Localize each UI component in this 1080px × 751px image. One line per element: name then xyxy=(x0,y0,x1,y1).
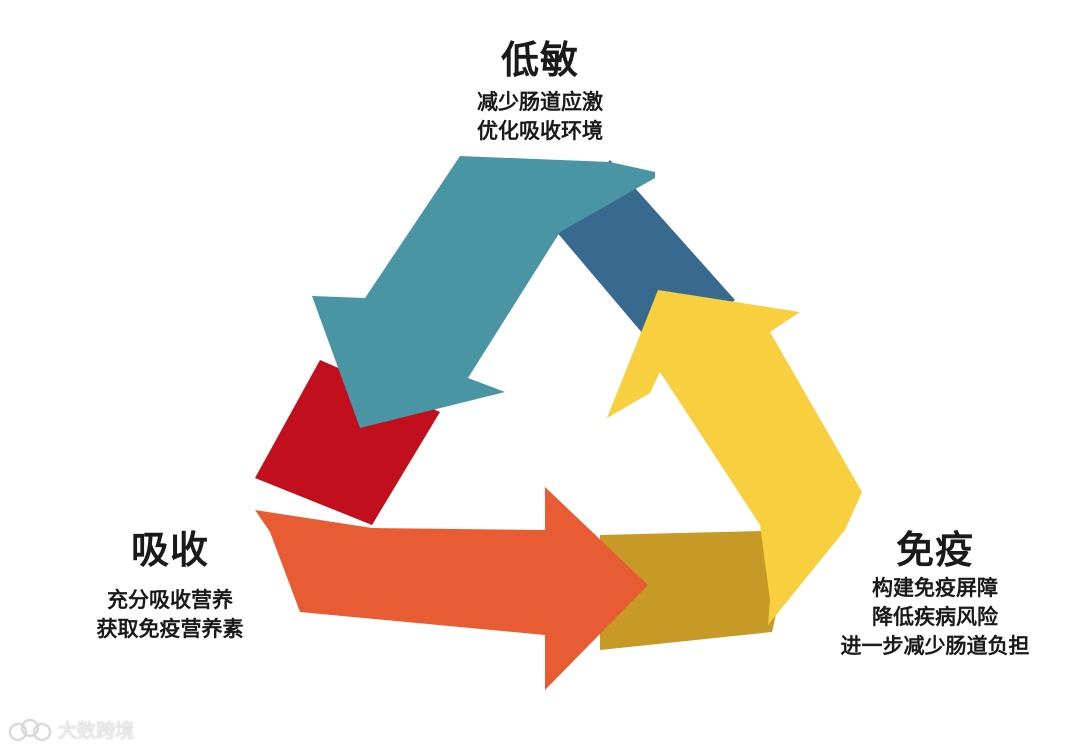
cloud-logo-icon xyxy=(8,718,52,741)
absorption-line-1: 充分吸收营养 xyxy=(107,588,233,612)
immunity-label-block: 免疫 构建免疫屏障 降低疾病风险 进一步减少肠道负担 xyxy=(815,528,1055,661)
arrow-bottom-back-segment xyxy=(600,531,782,650)
immunity-line-3: 进一步减少肠道负担 xyxy=(840,634,1030,658)
immunity-line-1: 构建免疫屏障 xyxy=(872,576,998,600)
low-sensitivity-title: 低敏 xyxy=(500,38,579,82)
absorption-title: 吸收 xyxy=(130,528,209,572)
arrow-yellow-immunity xyxy=(607,290,862,625)
low-sensitivity-label-block: 低敏 减少肠道应激 优化吸收环境 xyxy=(440,38,640,146)
absorption-line-2: 获取免疫营养素 xyxy=(96,617,244,641)
low-sensitivity-line-2: 优化吸收环境 xyxy=(477,119,603,143)
low-sensitivity-line-1: 减少肠道应激 xyxy=(477,90,603,114)
arrow-orange-absorption xyxy=(255,487,648,690)
immunity-title: 免疫 xyxy=(895,528,974,572)
absorption-label-block: 吸收 充分吸收营养 获取免疫营养素 xyxy=(60,528,280,644)
immunity-line-2: 降低疾病风险 xyxy=(872,605,998,629)
arrow-teal-lowsensitivity xyxy=(312,156,655,428)
watermark-text: 大数跨境 xyxy=(58,720,135,742)
watermark: 大数跨境 xyxy=(8,716,134,743)
